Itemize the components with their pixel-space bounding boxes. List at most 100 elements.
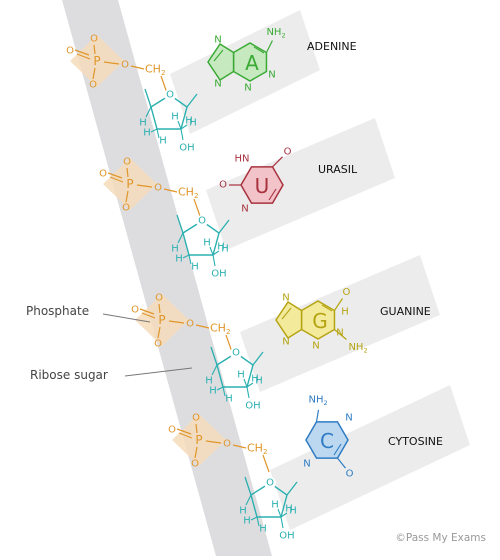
bond	[182, 254, 190, 259]
bond	[188, 254, 192, 265]
bond	[211, 364, 218, 376]
oxygen-atom: O	[122, 203, 130, 214]
double-bond	[213, 49, 224, 62]
bond	[92, 67, 96, 80]
bond	[176, 428, 192, 435]
base-letter-g: G	[312, 309, 328, 333]
amino-group: NH2	[348, 342, 367, 355]
oxygen-atom: O	[131, 305, 139, 316]
hydrogen-atom: H	[185, 116, 193, 127]
hydrogen-atom: H	[191, 262, 199, 273]
carbonyl-oxygen: O	[346, 469, 354, 480]
bond	[280, 512, 288, 518]
bond	[177, 232, 184, 244]
ring-nitrogen: N	[345, 413, 352, 424]
ch2-sugar-bond	[160, 75, 168, 94]
ribose-ring	[150, 94, 188, 130]
oxygen-atom: O	[99, 169, 107, 180]
bond	[333, 298, 343, 311]
ch2-sugar-bond	[225, 334, 233, 353]
hydrogen-atom: H	[159, 136, 167, 147]
hydrogen-atom: H	[285, 504, 293, 515]
base-label-cytosine: CYTOSINE	[388, 435, 443, 448]
ring-oxygen: O	[198, 216, 206, 227]
ring-nitrogen: N	[268, 70, 275, 81]
phosphorus-atom: P	[158, 313, 165, 327]
ch2-group: CH2	[178, 186, 199, 200]
ring-nitrogen: N	[312, 341, 319, 352]
base-letter-c: C	[320, 429, 334, 453]
bond	[315, 409, 320, 422]
oxygen-atom: O	[89, 80, 97, 91]
base-pentagon	[275, 300, 303, 340]
callout-lines	[102, 313, 193, 377]
callout-line-ribose	[124, 367, 193, 377]
glycosidic-bond	[252, 351, 264, 366]
carbonyl-oxygen: O	[284, 146, 292, 157]
base-label-urasil: URASIL	[318, 163, 358, 176]
ring-oxygen-backdrop	[196, 215, 208, 227]
oxygen-atom: O	[121, 60, 129, 71]
base-label-adenine: ADENINE	[307, 40, 357, 53]
bond	[195, 423, 198, 434]
amino-group: NH2	[309, 394, 328, 407]
bond	[109, 176, 124, 183]
hydrogen-atom: H	[239, 506, 247, 517]
bond	[180, 128, 184, 141]
bond	[93, 44, 96, 55]
bond	[177, 120, 182, 130]
bond	[232, 444, 247, 449]
ring-nitrogen: N	[282, 337, 289, 348]
base-stripe-2	[206, 118, 395, 250]
bond	[280, 516, 284, 529]
base-stripe-4	[270, 385, 470, 530]
bond	[216, 386, 224, 391]
ring-nitrogen: N	[303, 459, 310, 470]
bond	[168, 320, 185, 324]
bond	[195, 324, 210, 329]
oxygen-atom: O	[191, 459, 199, 470]
hydrogen-atom: H	[221, 244, 229, 255]
bond	[250, 516, 258, 521]
hydrogen-atom: H	[243, 516, 251, 527]
bond	[139, 308, 155, 315]
bond	[212, 254, 216, 267]
ring-nitrogen: N	[244, 83, 251, 94]
hydrogen-atom: H	[237, 370, 245, 381]
bond	[222, 386, 226, 397]
oxygen-atom: O	[223, 439, 231, 450]
hydrogen-atom: H	[175, 254, 183, 265]
hydrogen-atom: H	[139, 118, 147, 129]
hydroxyl-group: OH	[279, 531, 294, 542]
hydroxyl-group: OH	[211, 269, 226, 280]
double-bond	[253, 46, 265, 54]
hydrogen-atom: H	[189, 118, 197, 129]
base-letter-a: A	[245, 51, 259, 75]
bond	[272, 156, 283, 168]
carbonyl-oxygen: O	[219, 180, 227, 191]
backbone-band	[62, 0, 272, 556]
bond	[212, 250, 220, 256]
oxygen-atom: O	[186, 319, 194, 330]
oxygen-atom: O	[192, 413, 200, 424]
hydrogen-atom: H	[143, 128, 151, 139]
oxygen-atom: O	[155, 293, 163, 304]
hydrogen-atom: H	[209, 386, 217, 397]
double-bond	[333, 443, 342, 456]
ring-oxygen: O	[266, 478, 274, 489]
ch2-group: CH2	[145, 63, 166, 77]
oxygen-atom: O	[90, 34, 98, 45]
phosphate-diamond	[103, 158, 157, 210]
hydrogen-atom: H	[205, 376, 213, 387]
phosphorus-atom: P	[195, 433, 202, 447]
sugar-c5-bond	[244, 476, 252, 496]
bond	[141, 312, 156, 319]
ch2-sugar-bond	[262, 454, 270, 473]
glycosidic-bond	[186, 93, 198, 108]
ring-oxygen-backdrop	[264, 477, 276, 489]
callout-phosphate: Phosphate	[26, 304, 90, 318]
oxygen-atom: O	[168, 425, 176, 436]
